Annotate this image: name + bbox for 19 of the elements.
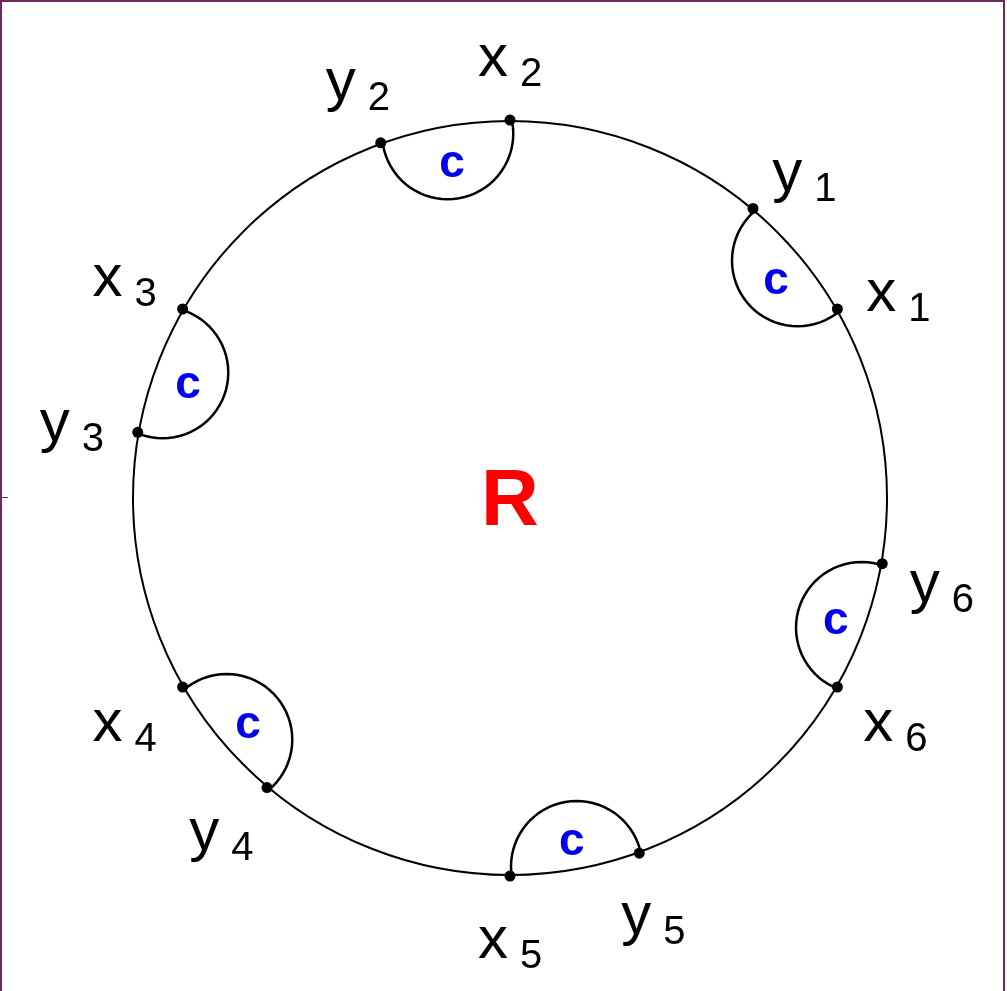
point-label: x$_{4}$: [92, 690, 157, 751]
point-label: y$_{3}$: [39, 390, 104, 451]
region-letter: c: [823, 594, 849, 641]
point-label: y$_{2}$: [325, 49, 390, 110]
region-letter: c: [235, 698, 261, 745]
point-label: x$_{1}$: [866, 261, 931, 322]
region-label: R: [481, 458, 539, 538]
region-letter: c: [439, 137, 465, 184]
point-label: y$_{4}$: [189, 800, 254, 861]
point-label: y$_{6}$: [909, 551, 975, 612]
region-letter: c: [175, 359, 201, 406]
point-label: x$_{5}$: [477, 908, 543, 968]
region-letter: c: [763, 255, 789, 302]
point-label: x$_{2}$: [477, 26, 543, 86]
point-label: x$_{3}$: [92, 245, 157, 306]
point-label: y$_{1}$: [772, 141, 837, 201]
region-letter: c: [559, 816, 585, 863]
point-label: y$_{5}$: [621, 884, 686, 944]
point-label: x$_{6}$: [863, 690, 928, 751]
